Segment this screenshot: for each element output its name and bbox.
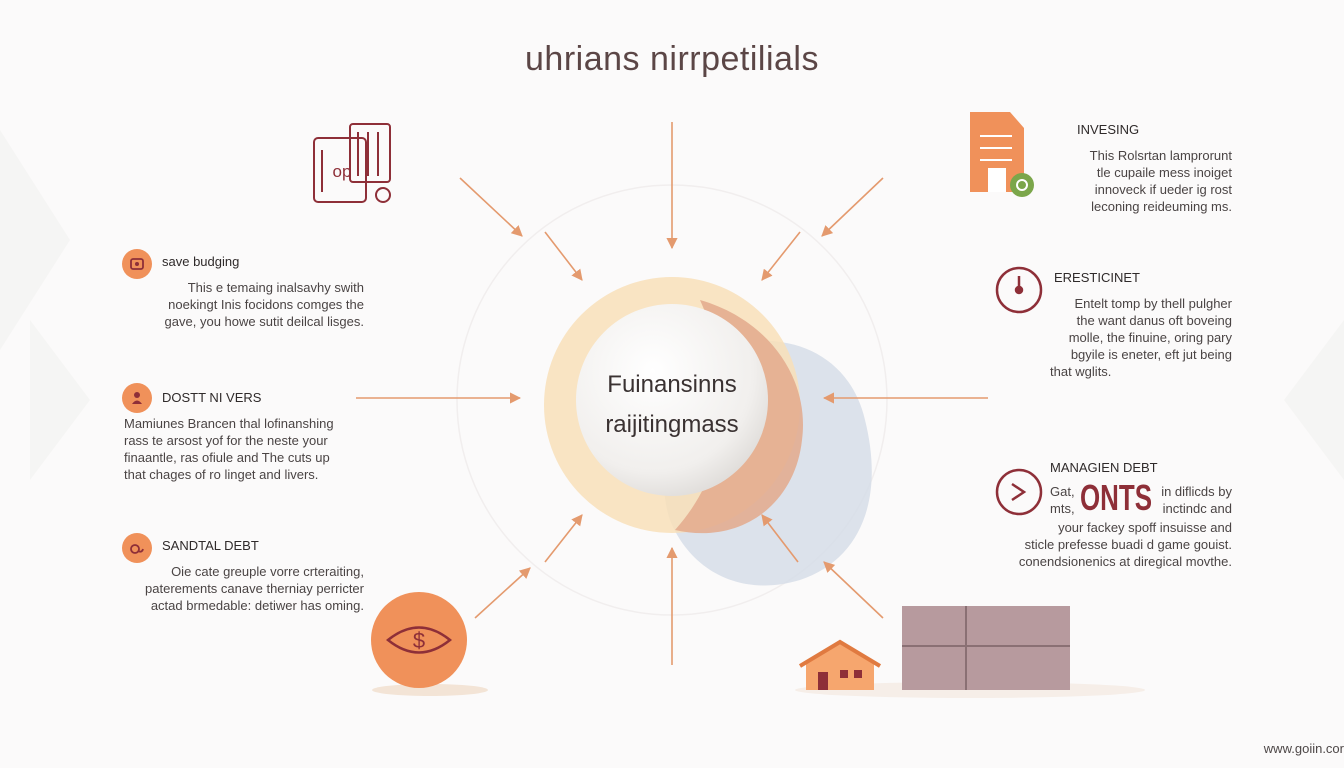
right-item-heading: INVESING [1077,122,1140,137]
page-title: uhrians nirrpetilials [525,40,819,78]
left-item-text: gave, you howe sutit deilcal lisges. [164,314,364,329]
right-item-managien-debt: MANAGIEN DEBT Gat, mts, ONTS in diflicds… [1000,460,1232,570]
left-item-sandtal-debt: SANDTAL DEBT Oie cate greuple vorre crte… [124,538,364,614]
background-chevron-left-lower [30,320,90,480]
right-item-text: inctindc and [1162,501,1232,516]
right-item-text: tle cupaile mess inoiget [1096,165,1232,180]
timer-icon [995,468,1043,516]
left-item-text: that chages of ro linget and livers. [124,467,319,482]
dollar-eye-icon: $ [371,592,488,696]
left-item-heading: save budging [162,254,240,269]
arrow-bottom-right-2 [761,514,799,563]
left-item-text: This e temaing inalsavhy swith [187,280,364,295]
right-item-big-text: ONTS [1080,477,1153,518]
right-item-text: bgyile is eneter, eft jut being [1070,347,1232,362]
right-item-text: the want danus oft boveing [1076,313,1232,328]
left-item-text: Oie cate greuple vorre crteraiting, [171,564,364,579]
background-chevron-left [0,130,70,350]
center-label-line2: raijitingmass [605,411,738,438]
right-item-text: Gat, [1050,484,1075,499]
left-item-text: noekingt Inis focidons comges the [168,297,364,312]
budget-badge-icon [122,249,152,279]
right-item-text: Entelt tomp by thell pulgher [1074,296,1232,311]
left-item-text: paterements canave therniay perricter [145,581,364,596]
right-item-investing: INVESING This Rolsrtan lamprorunt tle cu… [1060,122,1232,215]
folder-icon [970,112,1034,197]
right-item-text: conendsionenics at diregical movthe. [1018,554,1232,569]
clock-icon [995,266,1043,314]
left-item-investors: DOSTT NI VERS Mamiunes Brancen thal lofi… [124,390,344,483]
left-item-heading: SANDTAL DEBT [162,538,259,553]
background-chevron-right [1284,320,1344,480]
document-icon [313,123,391,203]
center-label-line1: Fuinansinns [607,371,736,398]
left-item-text: finaantle, ras ofiule and The cuts up [124,450,330,465]
right-item-text: innoveck if ueder ig rost [1094,182,1232,197]
right-item-text: molle, the finuine, oring pary [1068,330,1232,345]
footer-url: www.goiin.cor [1263,741,1344,756]
center-sphere [576,304,768,496]
svg-text:$: $ [413,628,425,653]
left-item-text: rass te arsost yof for the neste your [124,433,328,448]
investor-badge-icon [122,383,152,413]
right-item-text: in diflicds by [1161,484,1232,499]
arrow-top-right-1 [821,177,884,237]
right-item-text: This Rolsrtan lamprorunt [1089,148,1232,163]
arrow-bottom-right-1 [823,561,884,619]
arrows [356,122,988,665]
right-item-heading: ERESTICINET [1054,270,1140,285]
left-item-text: Mamiunes Brancen thal lofinanshing [124,416,334,431]
arrow-bottom-left-1 [474,567,531,619]
document-icon-label: op [333,162,352,181]
left-item-text: actad brmedable: detiwer has oming. [150,598,364,613]
house-and-crate-icon [795,606,1145,698]
right-item-text: sticle prefesse buadi d game gouist. [1024,537,1232,552]
left-item-heading: DOSTT NI VERS [162,390,262,405]
right-item-text: that wglits. [1050,364,1112,379]
arrow-top-left-2 [544,231,583,281]
right-item-text: your fackey spoff insuisse and [1058,520,1232,535]
right-item-eresticinet: ERESTICINET Entelt tomp by thell pulgher… [1040,270,1232,380]
left-item-save-budging: save budging This e temaing inalsavhy sw… [124,254,364,330]
right-item-text: leconing reideuming ms. [1091,199,1232,214]
right-item-heading: MANAGIEN DEBT [1050,460,1158,475]
right-item-text: mts, [1050,501,1075,516]
arrow-top-left-1 [459,177,523,237]
arrow-bottom-left-2 [544,514,583,563]
debt-badge-icon [122,533,152,563]
arrow-top-right-2 [761,231,801,281]
